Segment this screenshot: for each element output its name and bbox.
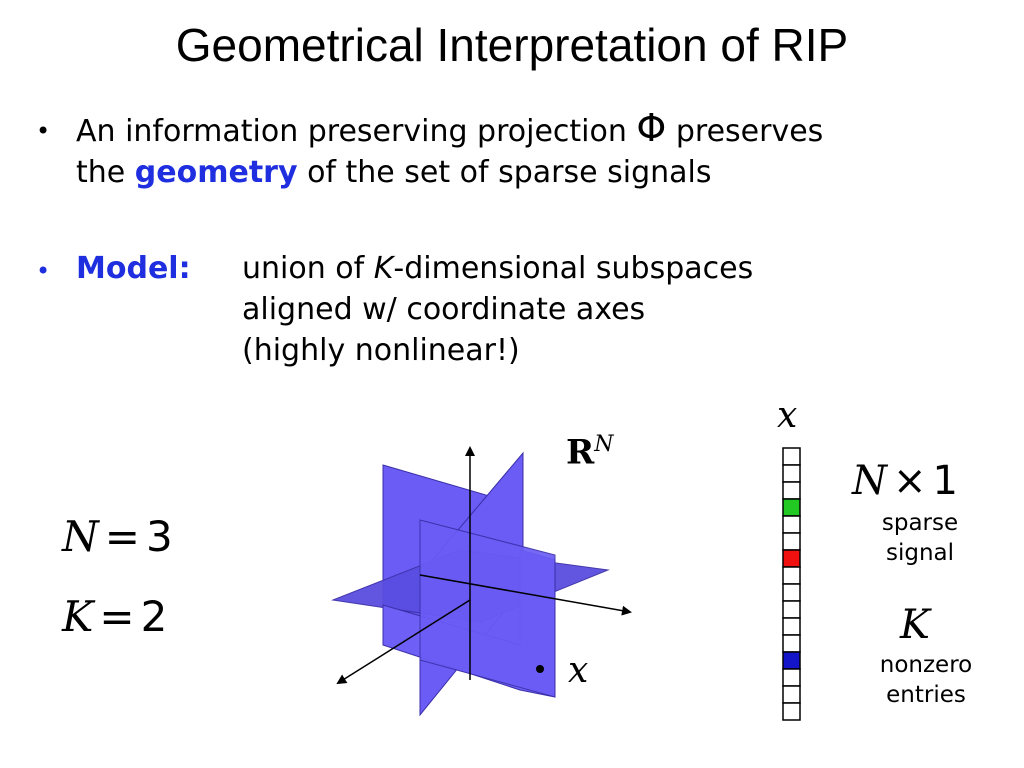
dim-n: N (852, 458, 887, 504)
vector-entry-empty (782, 668, 801, 687)
entries-text: entries (886, 682, 966, 708)
rn-sup: N (594, 432, 614, 457)
sparse-vector (782, 447, 801, 721)
vector-entry-empty (782, 515, 801, 534)
vertical-plane-c (419, 519, 556, 698)
k-label: K (900, 602, 930, 648)
bullet-1-text-b: preserves (675, 114, 824, 149)
vector-entry-empty (782, 464, 801, 483)
bullet-2-text-a: union of (242, 251, 365, 286)
equation-k: K=2 (62, 592, 167, 641)
phi-symbol: Φ (636, 106, 667, 150)
eq-n-var: N (62, 512, 99, 561)
bullet-dot-1: • (36, 117, 51, 145)
bullet-dot-2: • (36, 257, 51, 285)
vector-entry-empty (782, 702, 801, 721)
dim-times: × (893, 458, 927, 504)
bullet-2: union of K-dimensional subspaces aligned… (242, 248, 753, 371)
bullet-2-line-2: aligned w/ coordinate axes (242, 292, 646, 327)
bullet-2-text-b: -dimensional subspaces (393, 251, 754, 286)
model-label: Model: (76, 251, 191, 286)
vector-entry-empty (782, 481, 801, 500)
axis-x (419, 574, 632, 616)
sparse-text: sparse (881, 510, 959, 536)
equation-n: N=3 (62, 512, 173, 561)
vector-entry-empty (782, 617, 801, 636)
bullet-1: An information preserving projection Φ p… (76, 108, 823, 193)
signal-text: signal (885, 540, 955, 566)
vector-entry-empty (782, 600, 801, 619)
point-x-label: x (568, 650, 589, 691)
point-x (536, 665, 544, 673)
eq-k-equals: = (99, 592, 135, 641)
eq-k-var: K (62, 592, 94, 641)
dim-one: 1 (932, 458, 958, 504)
vector-label: x (777, 395, 798, 436)
vector-entry-green (782, 498, 801, 517)
vector-entry-blue (782, 651, 801, 670)
rn-base: R (566, 432, 595, 473)
vector-entry-empty (782, 634, 801, 653)
vector-entry-red (782, 549, 801, 568)
vector-entry-empty (782, 583, 801, 602)
vector-entry-empty (782, 447, 801, 466)
dimension-label: N×1 (852, 458, 958, 504)
vector-entry-empty (782, 685, 801, 704)
nonzero-entries-label: nonzero entries (862, 650, 990, 710)
vector-entry-empty (782, 532, 801, 551)
vector-entry-empty (782, 566, 801, 585)
nonzero-text: nonzero (879, 652, 973, 678)
bullet-2-k: K (373, 251, 394, 286)
eq-n-val: 3 (145, 512, 173, 561)
eq-n-equals: = (104, 512, 140, 561)
slide-title: Geometrical Interpretation of RIP (175, 19, 849, 71)
geometry-keyword: geometry (134, 155, 298, 190)
sparse-signal-label: sparse signal (860, 508, 980, 568)
bullet-1-text-d: of the set of sparse signals (307, 155, 712, 190)
eq-k-val: 2 (140, 592, 168, 641)
rn-label: RN (566, 432, 614, 472)
bullet-2-label-wrap: Model: (76, 248, 191, 289)
axis-y (336, 599, 471, 685)
bullet-2-line-3: (highly nonlinear!) (242, 333, 520, 368)
bullet-1-text-a: An information preserving projection (76, 114, 627, 149)
bullet-1-text-c: the (76, 155, 126, 190)
